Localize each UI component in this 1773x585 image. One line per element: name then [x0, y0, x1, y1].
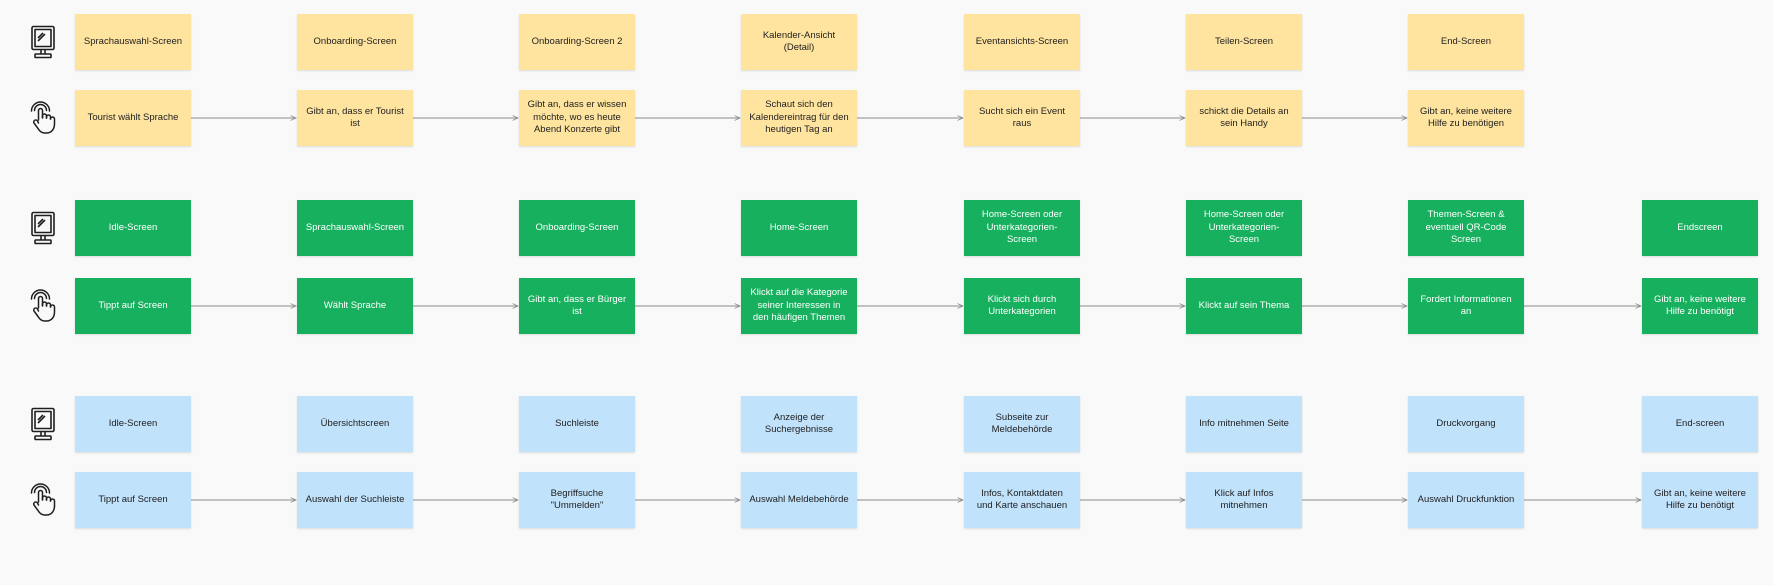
screen-node: End-Screen: [1408, 14, 1524, 70]
screen-node: Sprachauswahl-Screen: [297, 200, 413, 256]
action-node: Gibt an, keine weitere Hilfe zu benötigt: [1642, 472, 1758, 528]
tap-hand-icon: [28, 289, 58, 323]
action-node: Klick auf Infos mitnehmen: [1186, 472, 1302, 528]
screen-node: Idle-Screen: [75, 396, 191, 452]
screen-node: Idle-Screen: [75, 200, 191, 256]
tap-hand-icon: [28, 101, 58, 135]
screen-node: Anzeige der Suchergebnisse: [741, 396, 857, 452]
action-node: Schaut sich den Kalendereintrag für den …: [741, 90, 857, 146]
screen-node: Kalender-Ansicht (Detail): [741, 14, 857, 70]
action-node: Begriffsuche "Ummelden": [519, 472, 635, 528]
action-node: Tippt auf Screen: [75, 472, 191, 528]
screen-node: End-screen: [1642, 396, 1758, 452]
screen-node: Onboarding-Screen: [519, 200, 635, 256]
screen-node: Home-Screen oder Unterkategorien-Screen: [1186, 200, 1302, 256]
action-node: Gibt an, dass er wissen möchte, wo es he…: [519, 90, 635, 146]
action-node: Sucht sich ein Event raus: [964, 90, 1080, 146]
action-node: Tourist wählt Sprache: [75, 90, 191, 146]
action-node: Klickt auf die Kategorie seiner Interess…: [741, 278, 857, 334]
screen-node: Druckvorgang: [1408, 396, 1524, 452]
action-node: Auswahl Druckfunktion: [1408, 472, 1524, 528]
action-node: Gibt an, dass er Tourist ist: [297, 90, 413, 146]
screen-node: Home-Screen: [741, 200, 857, 256]
screen-node: Onboarding-Screen 2: [519, 14, 635, 70]
action-node: Klickt auf sein Thema: [1186, 278, 1302, 334]
screen-node: Info mitnehmen Seite: [1186, 396, 1302, 452]
screen-node: Home-Screen oder Unterkategorien-Screen: [964, 200, 1080, 256]
screen-node: Themen-Screen & eventuell QR-Code Screen: [1408, 200, 1524, 256]
action-node: Klickt sich durch Unterkategorien: [964, 278, 1080, 334]
action-node: Auswahl der Suchleiste: [297, 472, 413, 528]
tap-hand-icon: [28, 483, 58, 517]
action-node: Infos, Kontaktdaten und Karte anschauen: [964, 472, 1080, 528]
screen-node: Sprachauswahl-Screen: [75, 14, 191, 70]
action-node: Gibt an, keine weitere Hilfe zu benötige…: [1408, 90, 1524, 146]
kiosk-screen-icon: [28, 25, 58, 59]
action-node: Wählt Sprache: [297, 278, 413, 334]
screen-node: Übersichtscreen: [297, 396, 413, 452]
screen-node: Endscreen: [1642, 200, 1758, 256]
action-node: schickt die Details an sein Handy: [1186, 90, 1302, 146]
screen-node: Subseite zur Meldebehörde: [964, 396, 1080, 452]
action-node: Auswahl Meldebehörde: [741, 472, 857, 528]
action-node: Gibt an, keine weitere Hilfe zu benötigt: [1642, 278, 1758, 334]
kiosk-screen-icon: [28, 407, 58, 441]
screen-node: Suchleiste: [519, 396, 635, 452]
action-node: Fordert Informationen an: [1408, 278, 1524, 334]
screen-node: Teilen-Screen: [1186, 14, 1302, 70]
action-node: Tippt auf Screen: [75, 278, 191, 334]
screen-node: Eventansichts-Screen: [964, 14, 1080, 70]
action-node: Gibt an, dass er Bürger ist: [519, 278, 635, 334]
screen-node: Onboarding-Screen: [297, 14, 413, 70]
kiosk-screen-icon: [28, 211, 58, 245]
